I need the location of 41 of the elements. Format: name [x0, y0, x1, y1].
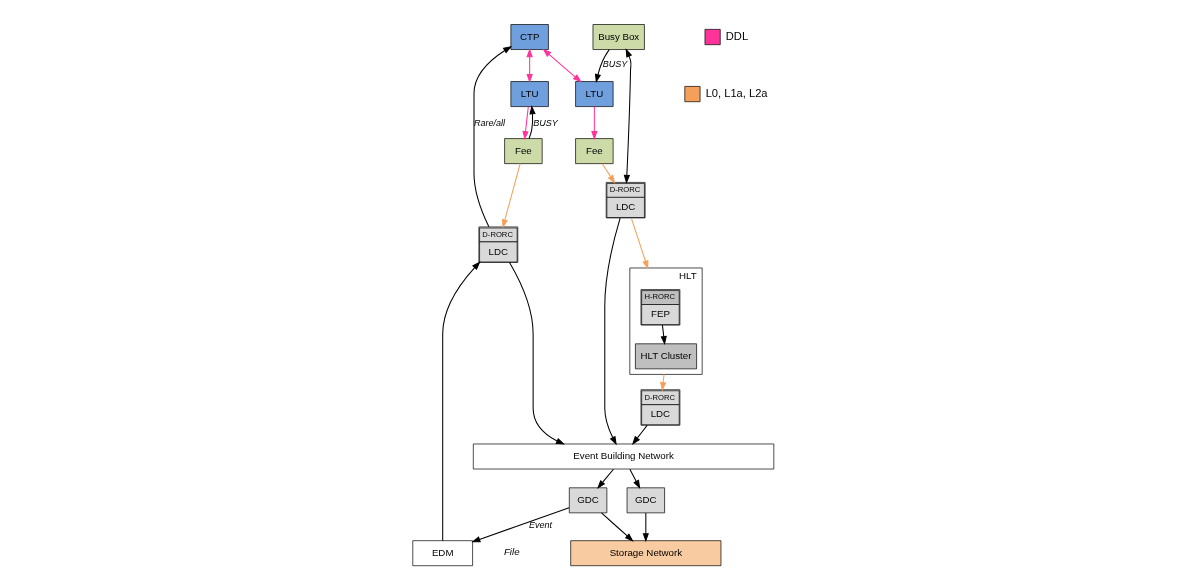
- edge-label: BUSY: [602, 59, 628, 70]
- arrow: [591, 106, 598, 141]
- arrow: [623, 48, 633, 184]
- arrow: [471, 507, 570, 543]
- node-box: GDC: [568, 487, 608, 514]
- node-box: Fee: [575, 138, 614, 164]
- arrow: [501, 163, 521, 229]
- node-box: Event Building Network: [472, 443, 775, 470]
- node-box: Busy Box: [592, 24, 645, 50]
- arrow: [442, 261, 481, 542]
- label: File: [503, 546, 520, 558]
- arrow: [642, 512, 649, 543]
- arrow: [600, 512, 634, 542]
- arrow: [630, 217, 649, 270]
- legend-label: L0, L1a, L2a: [705, 86, 768, 99]
- edge-label: Event: [528, 520, 553, 531]
- arrow: [526, 48, 533, 84]
- arrow: [528, 105, 536, 140]
- arrow: [542, 48, 582, 83]
- arrow: [509, 262, 565, 445]
- edge-label: BUSY: [533, 118, 558, 129]
- arrow: [660, 373, 667, 392]
- edge-label: Rare/all: [474, 118, 506, 129]
- arrow: [604, 217, 621, 446]
- node-box: EDM: [412, 540, 473, 567]
- node-box: LTU: [575, 81, 614, 107]
- arrow: [473, 46, 513, 228]
- arrow: [522, 106, 529, 141]
- node-box: Storage Network: [570, 540, 722, 567]
- arrow: [629, 468, 641, 490]
- arrow: [631, 424, 648, 445]
- node-box: LTU: [510, 81, 549, 107]
- node-box: GDC: [626, 487, 665, 514]
- node-box: CTP: [510, 24, 549, 50]
- node-box: Fee: [504, 138, 543, 164]
- arrow: [597, 468, 614, 489]
- arrow: [594, 49, 610, 84]
- arrow: [601, 163, 616, 184]
- node-box: HLT Cluster: [635, 343, 697, 370]
- arrow: [660, 324, 667, 346]
- legend-label: DDL: [725, 29, 749, 42]
